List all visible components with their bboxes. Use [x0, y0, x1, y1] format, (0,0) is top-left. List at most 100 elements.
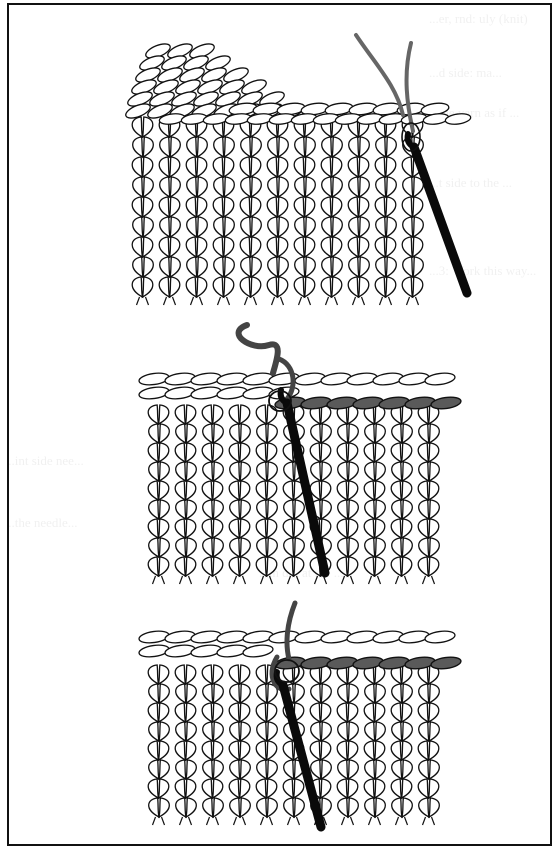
- knit-stitch: [133, 217, 154, 237]
- knit-stitch: [284, 500, 305, 519]
- knit-stitch: [256, 703, 277, 722]
- knit-stitch: [392, 760, 413, 779]
- knit-stitch: [149, 684, 170, 703]
- knit-stitch: [176, 538, 197, 557]
- knit-stitch: [338, 538, 359, 557]
- knit-stitch: [203, 500, 224, 519]
- knit-stitch: [202, 665, 223, 684]
- knit-stitch: [132, 157, 153, 177]
- knit-stitch: [160, 217, 181, 237]
- knit-stitch: [322, 257, 343, 277]
- knit-stitch: [403, 257, 424, 277]
- knit-stitch: [241, 177, 262, 197]
- knit-stitch: [418, 741, 439, 760]
- knit-stitch: [294, 237, 315, 257]
- knit-stitch: [321, 157, 342, 177]
- knit-stitch: [229, 519, 250, 538]
- knit-stitch: [338, 500, 359, 519]
- knit-stitch: [241, 137, 262, 157]
- knit-stitch: [391, 741, 412, 760]
- knit-stitch: [148, 443, 169, 462]
- knit-stitch: [311, 424, 332, 443]
- knit-stitch: [376, 257, 397, 277]
- knit-stitch: [284, 538, 305, 557]
- knit-stitch: [365, 538, 386, 557]
- knit-stitch: [214, 257, 235, 277]
- knit-stitch: [256, 741, 277, 760]
- knit-stitch: [148, 779, 169, 798]
- knit-stitch: [176, 798, 197, 817]
- knit-stitch: [267, 157, 288, 177]
- knit-stitch: [419, 500, 440, 519]
- knit-stitch: [149, 798, 170, 817]
- knit-stitch: [186, 197, 207, 217]
- knit-stitch: [187, 137, 208, 157]
- knit-stitch: [187, 217, 208, 237]
- knit-stitch: [132, 277, 153, 297]
- knit-stitch: [337, 741, 358, 760]
- knit-stitch: [241, 217, 262, 237]
- knit-stitch: [321, 237, 342, 257]
- knit-stitch: [213, 157, 234, 177]
- knit-stitch: [203, 798, 224, 817]
- knit-stitch: [310, 741, 331, 760]
- knit-stitch: [295, 177, 316, 197]
- knit-stitch: [187, 177, 208, 197]
- knit-stitch: [230, 462, 251, 481]
- knit-stitch: [349, 257, 370, 277]
- knit-stitch: [202, 779, 223, 798]
- knit-stitch: [418, 519, 439, 538]
- knit-stitch: [364, 557, 385, 576]
- knit-stitch: [403, 177, 424, 197]
- illustration-knitted-edge-top: [121, 35, 481, 305]
- knit-stitch: [175, 703, 196, 722]
- knit-stitch: [267, 277, 288, 297]
- knit-stitch: [186, 237, 207, 257]
- knit-stitch: [176, 760, 197, 779]
- knit-stitch: [365, 500, 386, 519]
- knit-stitch: [283, 557, 304, 576]
- knit-stitch: [337, 703, 358, 722]
- bind-off-edge: [138, 371, 455, 386]
- knit-stitch: [256, 481, 277, 500]
- knit-stitch: [257, 722, 278, 741]
- knit-stitch: [311, 462, 332, 481]
- knit-stitch: [241, 257, 262, 277]
- knit-stitch: [283, 779, 304, 798]
- show-through-text: ...the needle...: [7, 515, 78, 531]
- knit-stitch: [133, 257, 154, 277]
- knit-stitch: [419, 760, 440, 779]
- knit-stitch: [419, 462, 440, 481]
- knit-stitch: [175, 779, 196, 798]
- knit-stitch: [256, 779, 277, 798]
- yarn-strand: [239, 325, 278, 373]
- knit-stitch: [149, 760, 170, 779]
- knit-stitch: [133, 137, 154, 157]
- knit-stitch: [132, 237, 153, 257]
- illustration-crochet-edge-bottom: [127, 593, 467, 833]
- knit-stitch: [337, 519, 358, 538]
- knit-stitch: [322, 137, 343, 157]
- knit-stitch: [230, 722, 251, 741]
- knit-stitch: [418, 557, 439, 576]
- knit-stitch: [375, 237, 396, 257]
- knit-stitch: [229, 665, 250, 684]
- knit-stitch: [240, 277, 261, 297]
- illustration-frame: ...er, rnd: uly (knit) ...d side: ma... …: [7, 3, 552, 846]
- knit-stitch: [364, 443, 385, 462]
- knit-stitch: [203, 538, 224, 557]
- knit-stitch: [149, 538, 170, 557]
- knit-stitch: [392, 684, 413, 703]
- knit-stitch: [418, 703, 439, 722]
- knit-stitch: [419, 684, 440, 703]
- knit-stitch: [160, 177, 181, 197]
- knit-stitch: [348, 197, 369, 217]
- knit-stitch: [294, 157, 315, 177]
- knit-stitch: [257, 760, 278, 779]
- knit-stitch: [256, 443, 277, 462]
- knit-stitch: [230, 500, 251, 519]
- knitted-fabric: [132, 117, 423, 305]
- knit-stitch: [175, 741, 196, 760]
- knit-stitch: [391, 519, 412, 538]
- knit-stitch: [214, 137, 235, 157]
